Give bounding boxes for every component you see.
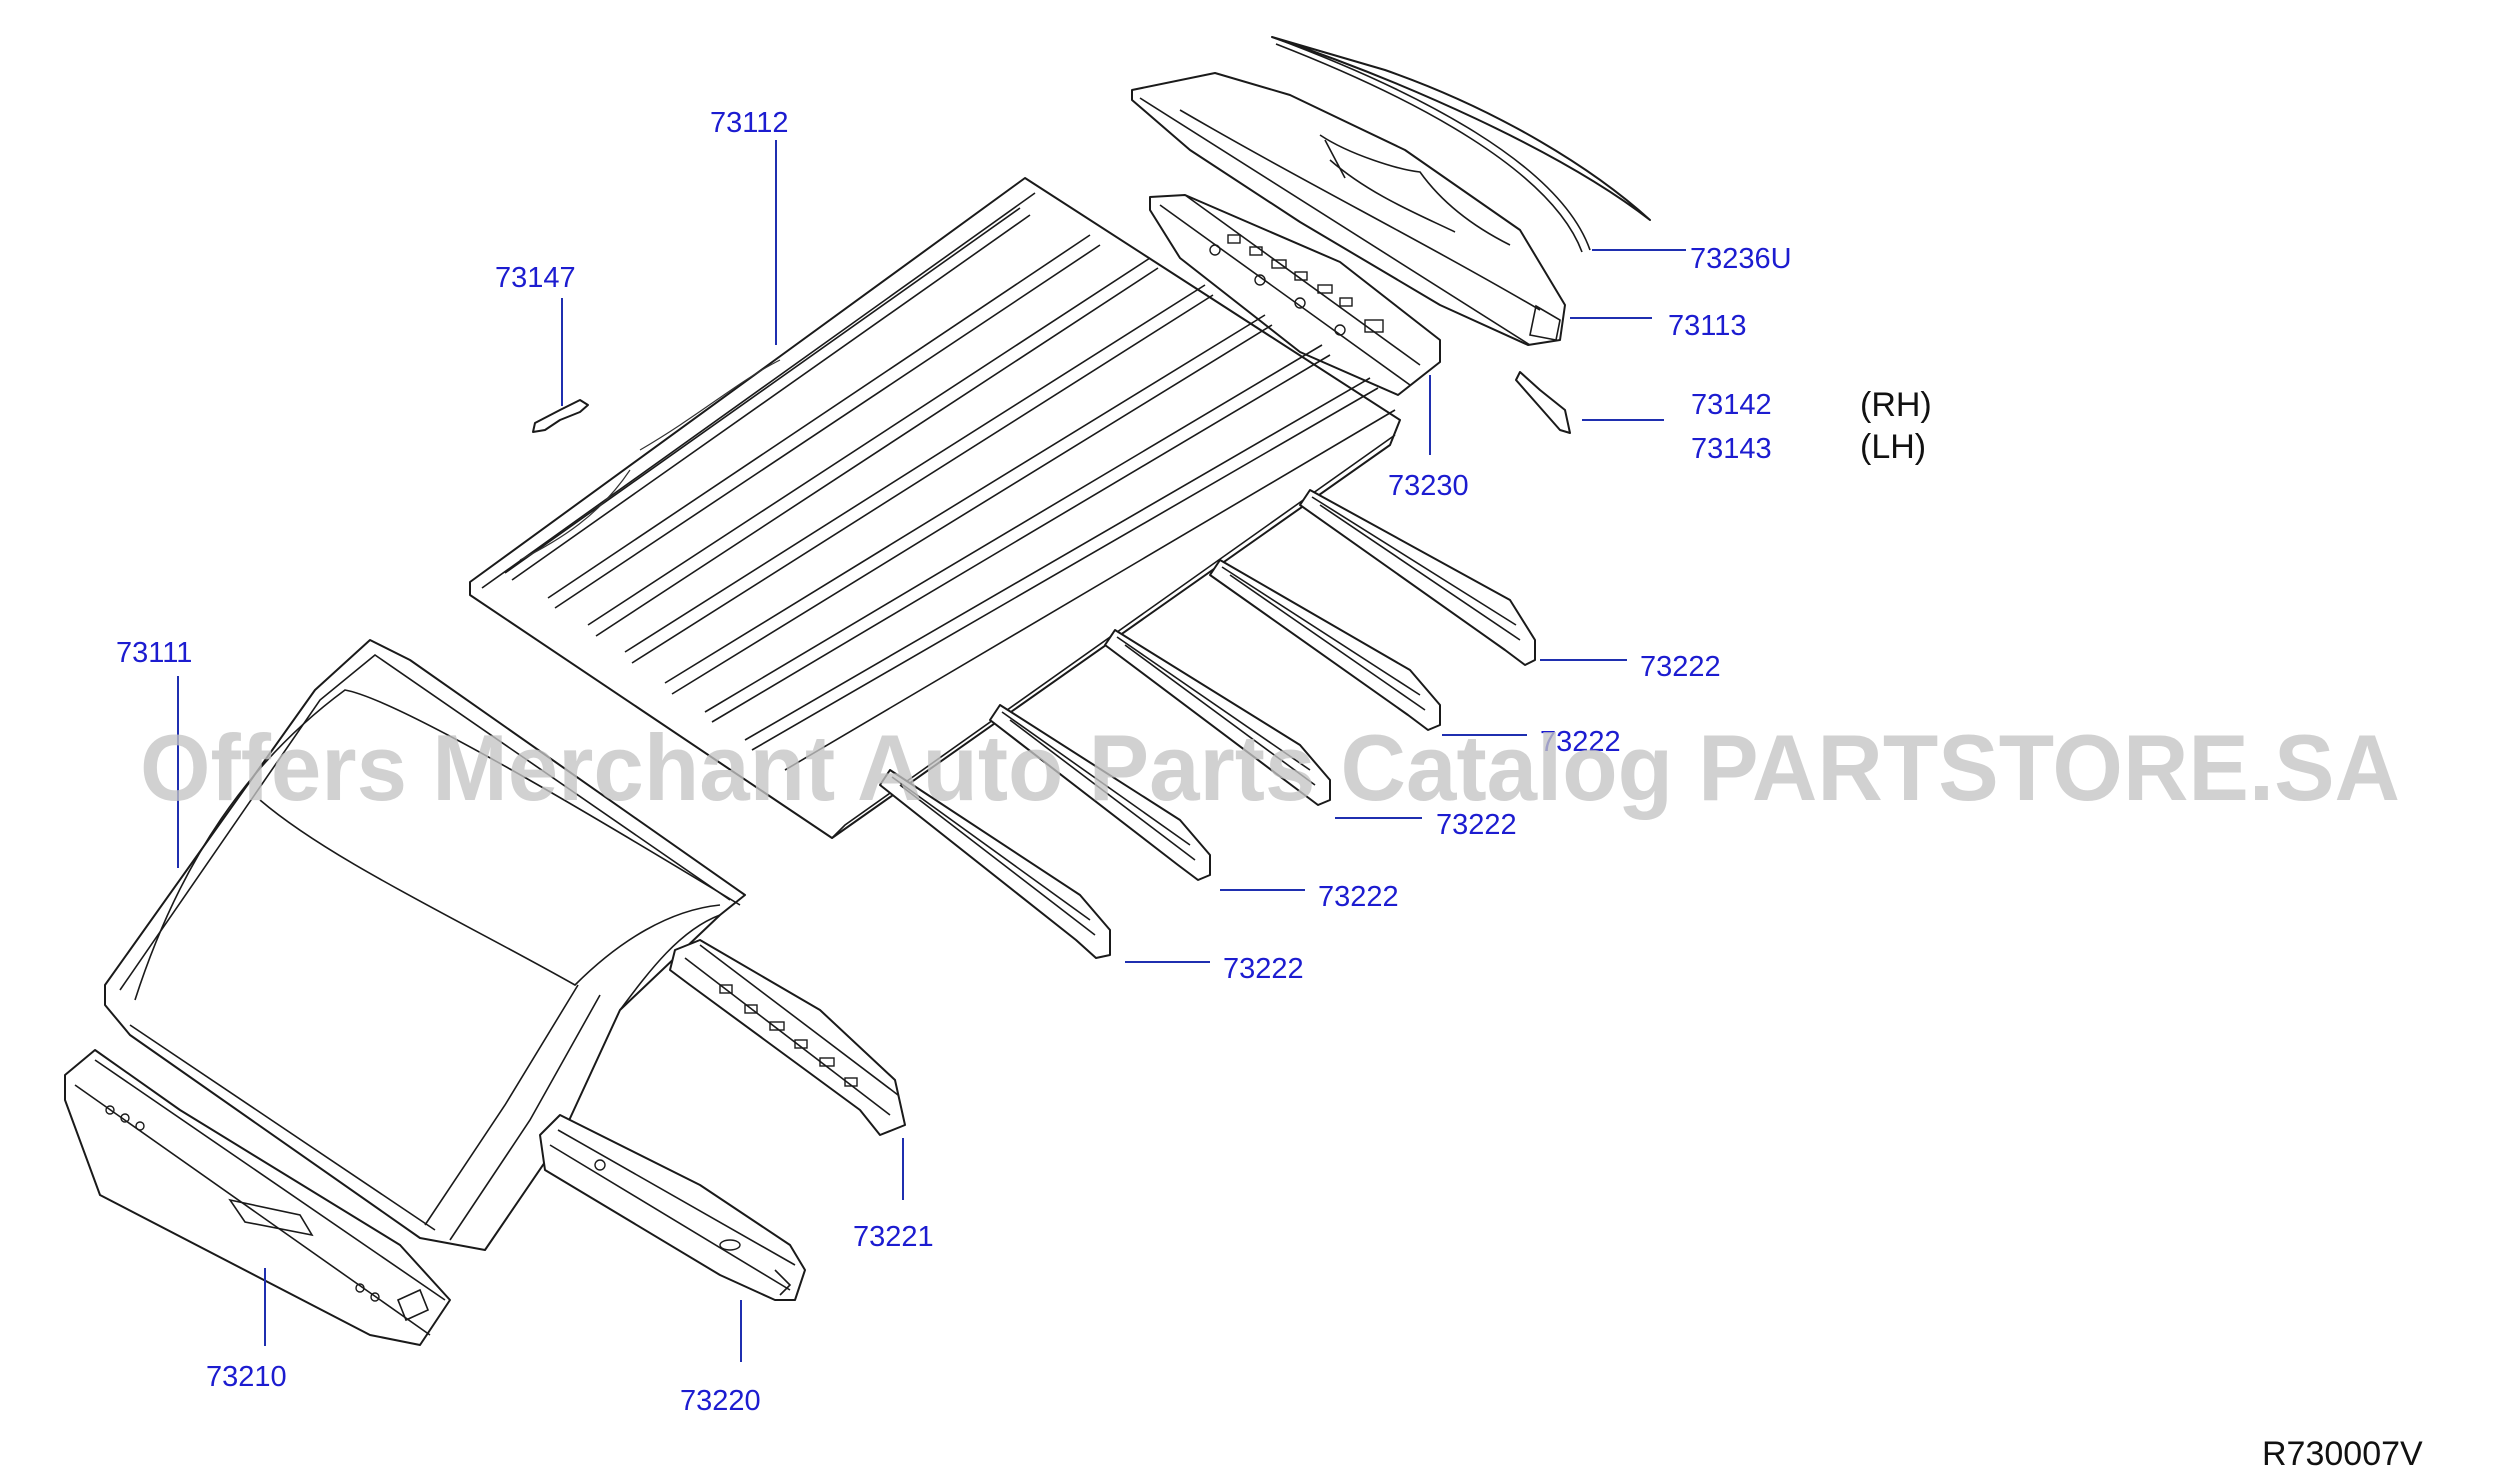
roof-bow-73222-3 — [1104, 629, 1331, 806]
callout-73142: 73142 — [1691, 389, 1772, 421]
callout-73220: 73220 — [680, 1385, 761, 1417]
callout-73222-4: 73222 — [1318, 881, 1399, 913]
roof-bow-holes — [1209, 234, 1384, 336]
callout-73230: 73230 — [1388, 470, 1469, 502]
callout-73222-5: 73222 — [1223, 953, 1304, 985]
front-header-73210 — [64, 1049, 451, 1346]
front-roof-panel-73111 — [104, 639, 746, 1251]
part-number-labels: 73112 73147 73236U 73113 73142 73143 732… — [116, 107, 1792, 1417]
leader-lines — [177, 140, 1686, 1362]
callout-73222-3: 73222 — [1436, 809, 1517, 841]
callout-73113: 73113 — [1668, 310, 1747, 342]
callout-73143: 73143 — [1691, 433, 1772, 465]
callout-73147: 73147 — [495, 262, 576, 294]
roof-bow-73222-1 — [1299, 489, 1536, 666]
roof-bow-73222-2 — [1209, 559, 1441, 731]
diagram-code: R730007V — [2262, 1435, 2423, 1473]
side-labels: (RH) (LH) — [1860, 386, 1932, 466]
roof-bow-73230 — [1149, 194, 1441, 396]
rear-roof-rail-73113 — [1131, 72, 1566, 346]
roof-bow-73222-4 — [989, 704, 1211, 881]
watermark: Offers Merchant Auto Parts Catalog PARTS… — [140, 715, 2400, 820]
side-roof-rail-73221 — [669, 939, 906, 1136]
callout-73210: 73210 — [206, 1361, 287, 1393]
roof-panel-ribs — [504, 207, 1396, 771]
clip-73147 — [532, 399, 589, 433]
callout-73111: 73111 — [116, 637, 192, 669]
callout-73222-2: 73222 — [1540, 726, 1621, 758]
side-label-lh: (LH) — [1860, 428, 1926, 466]
roof-bow-73222-5 — [879, 769, 1111, 959]
callout-73236U: 73236U — [1690, 243, 1792, 275]
callout-73222-1: 73222 — [1640, 651, 1721, 683]
front-roof-rail-73220 — [539, 1114, 806, 1301]
bracket-73142-73143 — [1515, 371, 1571, 434]
callout-73221: 73221 — [853, 1221, 934, 1253]
side-rail-holes — [719, 984, 858, 1087]
roof-bows-73222 — [879, 489, 1536, 959]
roof-panel-73112 — [469, 177, 1401, 839]
side-label-rh: (RH) — [1860, 386, 1932, 424]
callout-73112: 73112 — [710, 107, 789, 139]
roof-molding-73236U — [1271, 36, 1651, 253]
